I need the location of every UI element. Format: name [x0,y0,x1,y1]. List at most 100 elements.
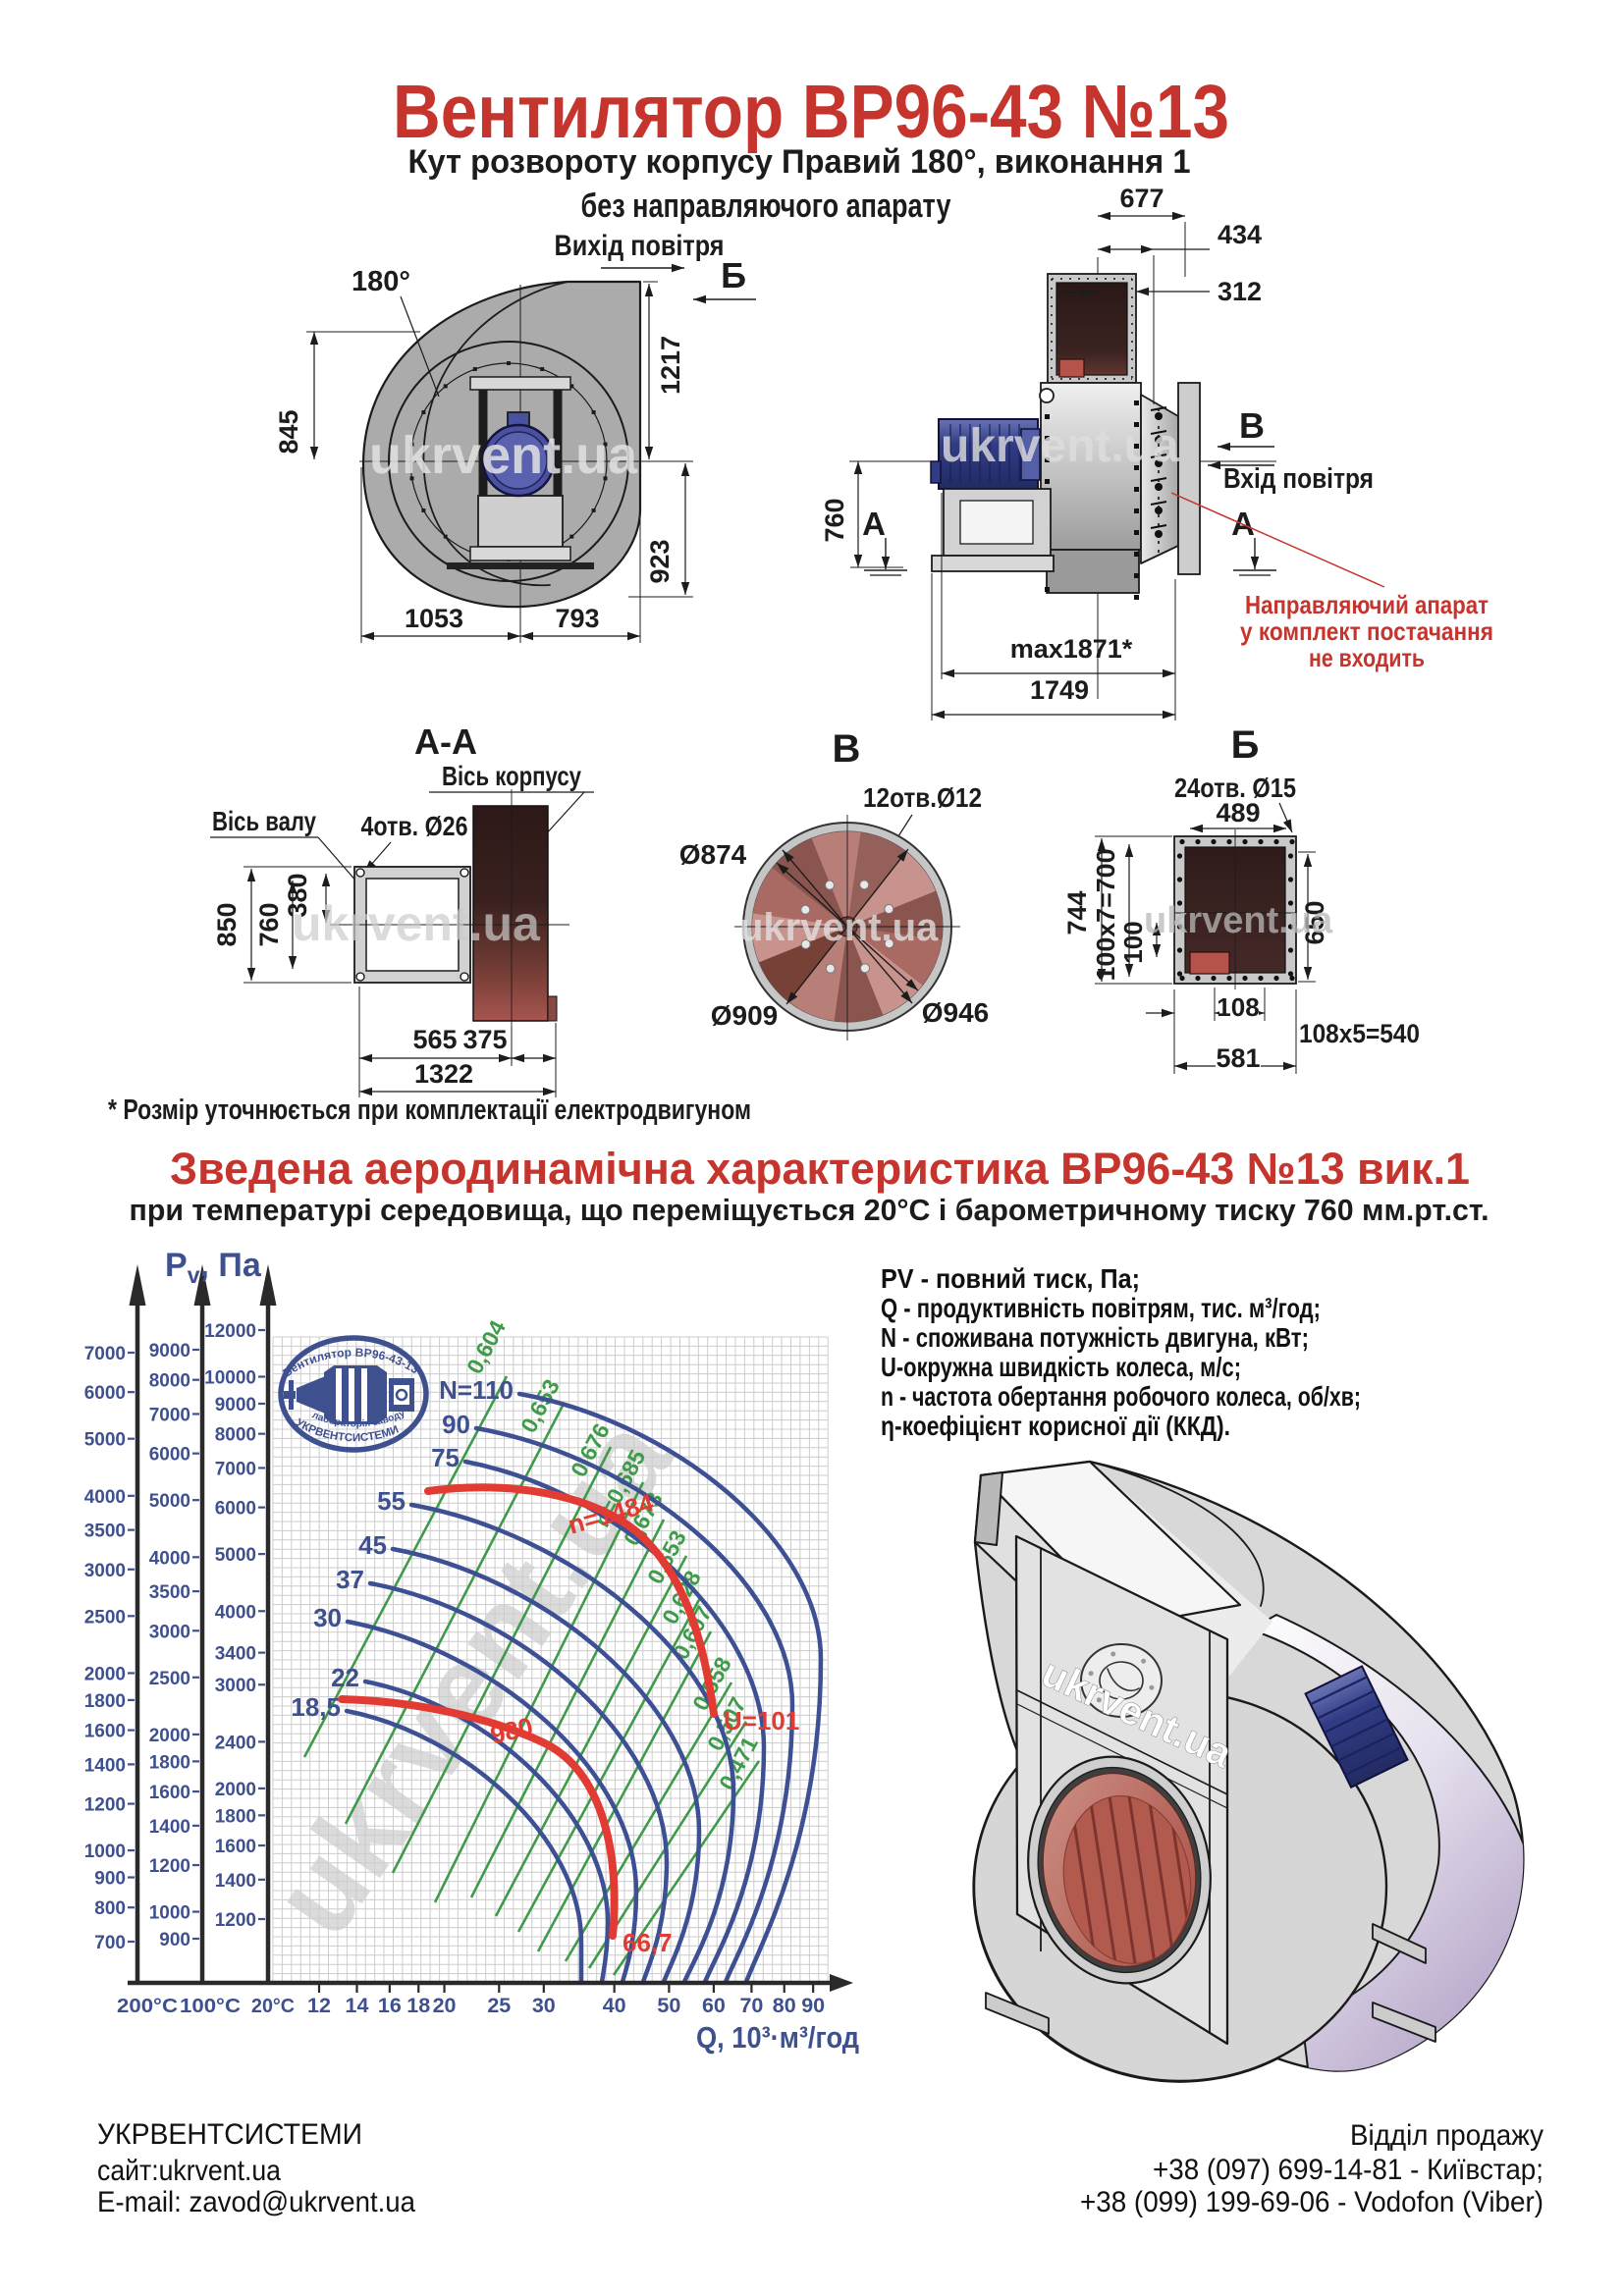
svg-text:30: 30 [313,1603,342,1632]
svg-text:n - частота обертання робочого: n - частота обертання робочого колеса, о… [881,1381,1361,1412]
svg-text:12отв.Ø12: 12отв.Ø12 [863,782,982,813]
svg-text:565: 565 [412,1025,457,1054]
svg-text:375: 375 [462,1025,507,1054]
svg-text:850: 850 [212,902,242,946]
svg-text:Вихід повітря: Вихід повітря [555,230,725,262]
svg-text:1600: 1600 [149,1783,190,1803]
svg-text:744: 744 [1062,890,1092,934]
svg-text:900: 900 [159,1930,190,1950]
svg-text:1322: 1322 [414,1059,473,1089]
svg-text:E-mail: zavod@ukrvent.ua: E-mail: zavod@ukrvent.ua [97,2186,415,2218]
svg-text:2500: 2500 [149,1669,190,1689]
svg-text:12000: 12000 [204,1321,256,1342]
svg-text:4отв. Ø26: 4отв. Ø26 [361,811,468,841]
svg-text:20: 20 [433,1994,457,2017]
svg-text:ukrvent.ua: ukrvent.ua [1144,900,1333,941]
svg-text:Відділ продажу: Відділ продажу [1350,2119,1543,2152]
svg-text:923: 923 [645,539,675,583]
svg-text:760: 760 [820,498,849,542]
svg-text:380: 380 [283,873,312,917]
svg-text:Зведена аеродинамічна характер: Зведена аеродинамічна характеристика ВР9… [170,1144,1470,1194]
svg-text:3500: 3500 [84,1522,126,1542]
svg-text:max1871*: max1871* [1010,634,1133,664]
svg-text:Q, 10³·м³/год: Q, 10³·м³/год [696,2020,859,2055]
svg-text:793: 793 [555,604,599,633]
svg-text:Направляючий апарат: Направляючий апарат [1245,590,1489,619]
svg-text:50: 50 [657,1994,680,2017]
svg-text:ukrvent.ua: ukrvent.ua [292,896,541,951]
svg-text:12: 12 [307,1994,331,2017]
svg-text:Ø909: Ø909 [711,1000,779,1031]
svg-text:677: 677 [1119,184,1164,213]
svg-text:1800: 1800 [215,1806,256,1827]
svg-text:U=101: U=101 [724,1706,799,1735]
svg-text:1600: 1600 [84,1722,126,1742]
svg-text:489: 489 [1216,798,1260,828]
svg-text:200°С: 200°С [117,1995,178,2017]
svg-text:45: 45 [358,1530,387,1560]
svg-text:Кут розвороту корпусу Правий 1: Кут розвороту корпусу Правий 180°, викон… [408,143,1191,181]
svg-text:9000: 9000 [215,1395,256,1415]
svg-text:2400: 2400 [215,1733,256,1753]
svg-text:845: 845 [274,409,303,454]
svg-text:3000: 3000 [149,1622,190,1642]
svg-text:А-А: А-А [414,721,477,762]
svg-text:ukrvent.ua: ukrvent.ua [941,420,1179,472]
svg-text:1400: 1400 [149,1817,190,1838]
svg-text:+38 (099) 199-69-06 - Vodofon: +38 (099) 199-69-06 - Vodofon (Viber) [1080,2186,1543,2218]
svg-text:+38 (097) 699-14-81 - Київстар: +38 (097) 699-14-81 - Київстар; [1153,2154,1543,2186]
svg-text:5000: 5000 [149,1491,190,1512]
svg-text:N=110: N=110 [439,1375,514,1405]
svg-text:без направляючого апарату: без направляючого апарату [581,187,951,225]
svg-text:75: 75 [431,1443,460,1472]
svg-text:8000: 8000 [215,1425,256,1446]
svg-text:Q - продуктивність повітрям, т: Q - продуктивність повітрям, тис. м³/год… [881,1293,1321,1323]
svg-text:1800: 1800 [149,1752,190,1773]
svg-text:1800: 1800 [84,1691,126,1712]
svg-text:55: 55 [377,1486,406,1516]
svg-text:4000: 4000 [215,1602,256,1623]
svg-text:3000: 3000 [84,1561,126,1581]
svg-text:2000: 2000 [149,1726,190,1746]
svg-text:ukrvent.ua: ukrvent.ua [369,426,638,485]
svg-text:PV - повний тиск, Па;: PV - повний тиск, Па; [881,1263,1140,1294]
svg-text:900: 900 [94,1869,126,1890]
svg-text:U-окружна швидкість колеса, м/: U-окружна швидкість колеса, м/с; [881,1352,1241,1382]
svg-text:30: 30 [532,1994,556,2017]
svg-text:ukrvent.ua: ukrvent.ua [739,906,939,949]
svg-text:650: 650 [1300,900,1329,944]
svg-text:N - споживана потужність двигу: N - споживана потужність двигуна, кВт; [881,1322,1309,1353]
svg-text:1400: 1400 [84,1755,126,1776]
svg-text:8000: 8000 [149,1371,190,1392]
svg-text:1217: 1217 [656,336,685,395]
svg-text:7000: 7000 [149,1405,190,1425]
svg-text:100°С: 100°С [180,1995,241,2017]
svg-text:14: 14 [346,1994,369,2017]
svg-text:Б: Б [1231,723,1260,767]
svg-text:3000: 3000 [215,1676,256,1696]
svg-text:1200: 1200 [215,1910,256,1931]
svg-text:16: 16 [378,1994,402,2017]
svg-text:90: 90 [801,1994,825,2017]
svg-text:5000: 5000 [215,1545,256,1566]
svg-text:37: 37 [336,1565,364,1594]
svg-text:Ø946: Ø946 [922,997,990,1028]
svg-text:100x7=700: 100x7=700 [1091,849,1120,982]
svg-text:20°С: 20°С [251,1995,295,2017]
svg-text:800: 800 [94,1898,126,1919]
svg-text:22: 22 [331,1663,359,1692]
svg-text:2500: 2500 [84,1607,126,1628]
svg-text:1749: 1749 [1030,675,1089,705]
svg-text:при температурі середовища, що: при температурі середовища, що переміщує… [130,1193,1489,1227]
svg-text:7000: 7000 [84,1344,126,1364]
svg-text:60: 60 [702,1994,726,2017]
svg-text:3500: 3500 [149,1582,190,1603]
svg-text:760: 760 [254,902,284,946]
svg-text:108x5=540: 108x5=540 [1299,1019,1420,1048]
svg-text:А: А [862,506,886,542]
svg-text:2000: 2000 [215,1780,256,1800]
svg-text:1000: 1000 [149,1903,190,1924]
svg-text:1053: 1053 [405,604,463,633]
svg-text:25: 25 [487,1994,511,2017]
svg-text:* Розмір уточнюється при компл: * Розмір уточнюється при комплектації ел… [108,1095,751,1126]
